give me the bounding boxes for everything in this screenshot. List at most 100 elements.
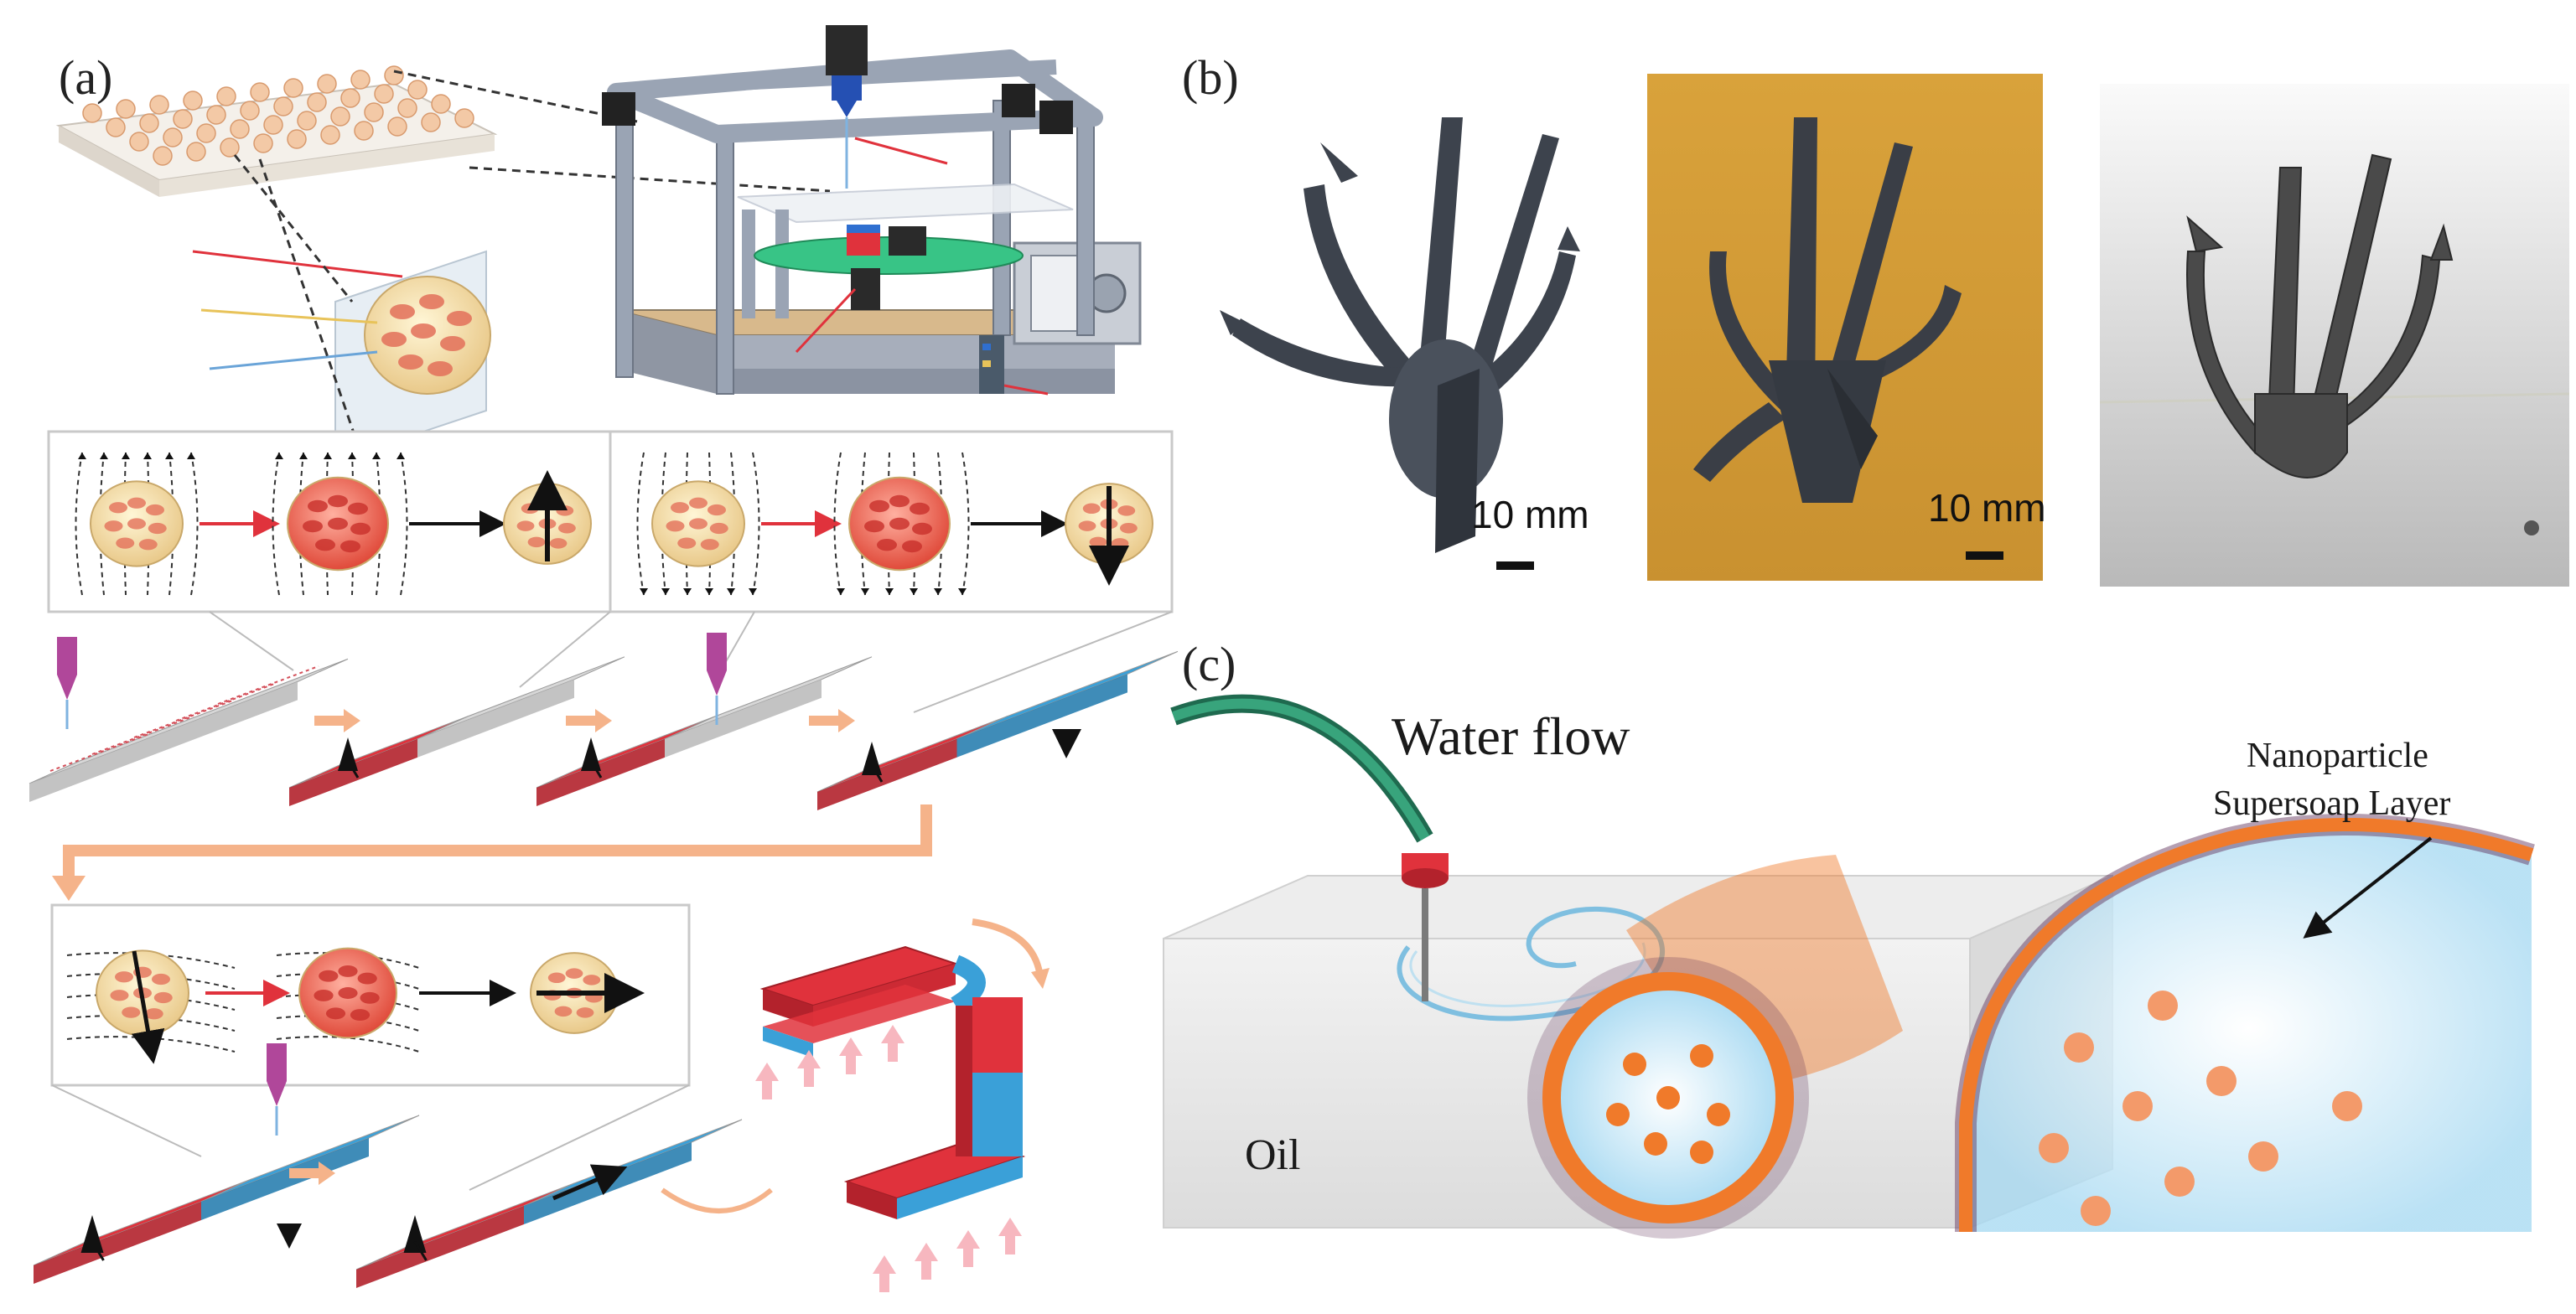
nanoparticle bbox=[2248, 1141, 2278, 1172]
nanoparticle bbox=[1690, 1044, 1713, 1068]
sheet-capsule bbox=[454, 108, 474, 128]
field-arrow bbox=[165, 453, 174, 459]
field-arrow bbox=[275, 453, 283, 459]
capsule-aligned bbox=[287, 476, 389, 572]
sheet-capsule bbox=[320, 125, 340, 145]
sheet-capsule bbox=[139, 113, 159, 133]
field-arrow bbox=[324, 453, 332, 459]
sheet-capsule bbox=[287, 129, 307, 149]
sheet-capsule bbox=[407, 80, 428, 100]
field-arrow bbox=[958, 588, 967, 595]
field-up-arrow bbox=[755, 1063, 779, 1099]
sheet-capsule bbox=[421, 112, 441, 132]
process-arrow bbox=[289, 1161, 335, 1185]
scale-bar-2-label: 10 mm bbox=[1928, 486, 2046, 530]
field-arrow bbox=[861, 588, 869, 595]
gripper-photo bbox=[1647, 74, 2043, 581]
sheet-capsule bbox=[186, 142, 206, 162]
sheet-capsule bbox=[196, 123, 216, 143]
water-flow-label: Water flow bbox=[1392, 706, 1630, 766]
field-arrow bbox=[397, 453, 405, 459]
nanoparticle bbox=[1707, 1103, 1730, 1126]
nanoparticle bbox=[2064, 1032, 2094, 1063]
sheet-capsule bbox=[283, 78, 303, 98]
process-arrow bbox=[566, 709, 612, 732]
panel-a-label: (a) bbox=[59, 50, 112, 105]
gripper-ct-scan bbox=[2099, 84, 2570, 587]
sheet-capsule bbox=[240, 101, 260, 121]
sheet-capsule bbox=[354, 121, 374, 141]
magnetization-box-horizontal bbox=[50, 903, 691, 1087]
sheet-capsule bbox=[297, 111, 317, 131]
sheet-capsule bbox=[431, 94, 451, 114]
capsule-before bbox=[96, 949, 189, 1037]
sheet-capsule bbox=[397, 98, 417, 118]
field-arrow bbox=[78, 453, 86, 459]
panel-c-label: (c) bbox=[1182, 637, 1236, 691]
return-flow-arrow bbox=[52, 804, 932, 901]
nanoparticle bbox=[2332, 1091, 2362, 1121]
nanoparticle bbox=[1644, 1132, 1667, 1156]
field-arrow bbox=[683, 588, 692, 595]
sheet-capsule bbox=[253, 133, 273, 153]
field-arrow bbox=[727, 588, 735, 595]
nanoparticle bbox=[2164, 1167, 2195, 1197]
nanoparticle bbox=[2039, 1133, 2069, 1163]
sheet-capsule bbox=[173, 109, 193, 129]
field-up-arrow bbox=[915, 1243, 938, 1280]
sheet-capsule bbox=[350, 70, 371, 90]
sheet-capsule bbox=[387, 116, 407, 137]
sheet-capsule bbox=[149, 95, 169, 115]
strip-sequence-row-2 bbox=[33, 1043, 743, 1288]
panel-b-label: (b) bbox=[1182, 50, 1239, 105]
strip-second-print bbox=[536, 656, 873, 806]
magnetization-box-down bbox=[609, 430, 1174, 613]
sheet-capsule bbox=[153, 146, 173, 166]
nanoparticle bbox=[2081, 1196, 2111, 1226]
field-arrow bbox=[837, 588, 845, 595]
folded-structures bbox=[661, 918, 1050, 1292]
gripper-cad-render bbox=[1220, 117, 1580, 553]
sheet-capsule bbox=[206, 105, 226, 125]
panel-c: (c) Oil Water flow bbox=[1163, 637, 2535, 1239]
field-up-arrow bbox=[797, 1050, 821, 1087]
sheet-capsule bbox=[384, 65, 404, 85]
sheet-capsule bbox=[273, 96, 293, 116]
sheet-capsule bbox=[163, 127, 183, 147]
strip-sequence-row-1 bbox=[29, 633, 1179, 810]
sheet-capsule bbox=[307, 92, 327, 112]
field-arrow bbox=[661, 588, 670, 595]
panel-a: (a) bbox=[29, 25, 1179, 1292]
strip-first-half bbox=[288, 656, 625, 806]
sheet-capsule bbox=[82, 103, 102, 123]
sheet-capsule bbox=[364, 102, 384, 122]
process-arrow bbox=[809, 709, 855, 732]
field-arrow bbox=[372, 453, 381, 459]
sheet-capsule bbox=[183, 91, 203, 111]
field-arrow bbox=[885, 588, 894, 595]
nanoparticle bbox=[2148, 991, 2178, 1021]
strip-third-print bbox=[33, 1115, 420, 1284]
sheet-capsule bbox=[330, 106, 350, 127]
capsule-aligned bbox=[848, 476, 951, 572]
field-arrow bbox=[187, 453, 195, 459]
sheet-capsule bbox=[263, 115, 283, 135]
nozzle-tip bbox=[707, 670, 727, 696]
layer-label-line1: Nanoparticle bbox=[2247, 737, 2428, 775]
field-arrow bbox=[143, 453, 152, 459]
field-arrow bbox=[640, 588, 648, 595]
panel-b: (b) 10 mm 10 mm bbox=[1182, 50, 2570, 587]
sheet-capsule bbox=[374, 84, 394, 104]
field-arrow bbox=[348, 453, 356, 459]
process-arrow bbox=[314, 709, 360, 732]
nanoparticle bbox=[1606, 1103, 1630, 1126]
scale-bar-1-label: 10 mm bbox=[1471, 493, 1589, 536]
sheet-capsule bbox=[106, 117, 126, 137]
sheet-capsule bbox=[116, 99, 136, 119]
sheet-capsule bbox=[250, 82, 270, 102]
strip-printing bbox=[29, 658, 349, 802]
printing-nozzle bbox=[1170, 694, 1449, 1001]
printer-illustration bbox=[602, 25, 1142, 396]
magnetization-box-up bbox=[47, 430, 612, 613]
